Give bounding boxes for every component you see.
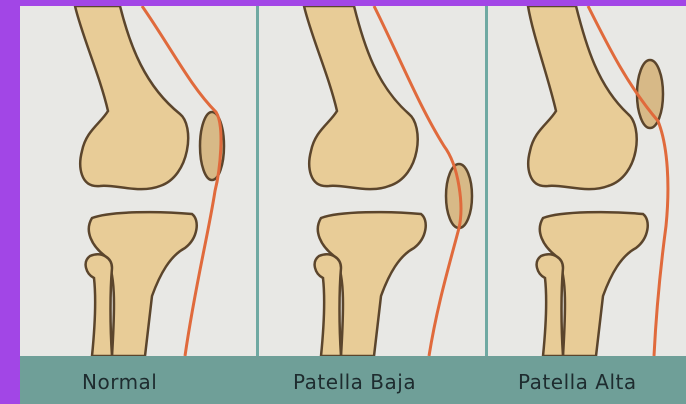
panel-normal	[20, 6, 256, 356]
femur-bone	[528, 6, 637, 189]
fibula-bone	[86, 254, 112, 356]
caption-normal: Normal	[82, 370, 157, 394]
fibula-bone	[315, 254, 341, 356]
caption-bar: Normal Patella Baja Patella Alta	[20, 356, 686, 404]
femur-bone	[75, 6, 188, 189]
caption-patella-alta: Patella Alta	[518, 370, 637, 394]
fibula-bone	[537, 254, 563, 356]
patella	[637, 60, 663, 128]
caption-patella-baja: Patella Baja	[293, 370, 416, 394]
femur-bone	[304, 6, 418, 189]
knee-illustration: Normal Patella Baja Patella Alta	[20, 6, 686, 404]
panel-patella-baja	[259, 6, 485, 356]
panel-patella-alta	[488, 6, 686, 356]
